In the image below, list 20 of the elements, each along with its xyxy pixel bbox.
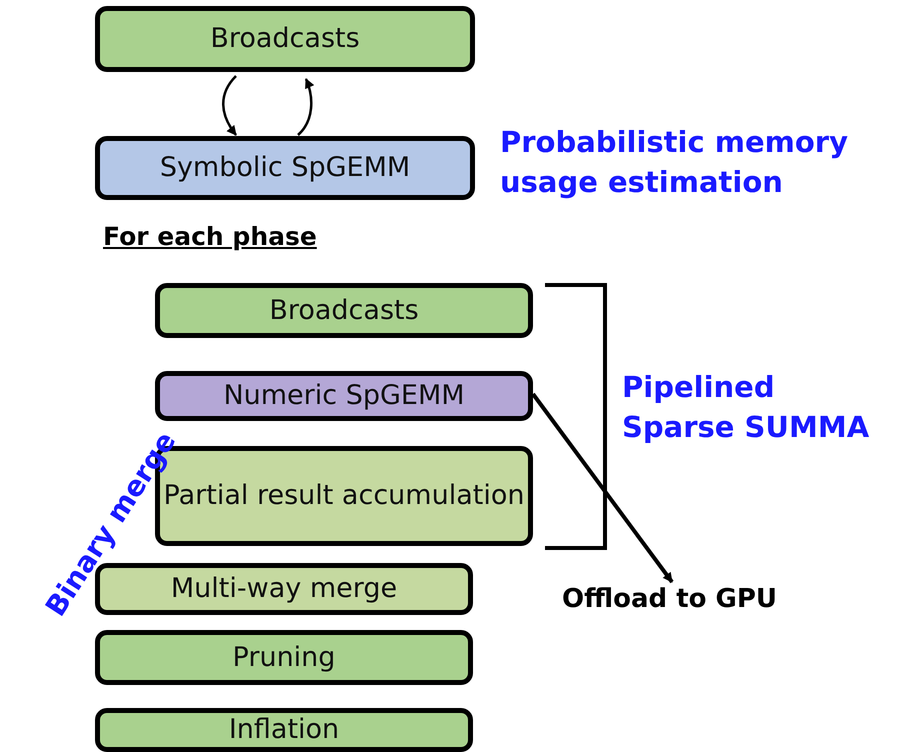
box-label: Broadcasts	[210, 22, 360, 56]
process-box	[155, 283, 533, 338]
box-label: Symbolic SpGEMM	[160, 151, 410, 185]
box-label: Inflation	[228, 713, 340, 747]
arrow	[297, 78, 314, 136]
arrow	[222, 75, 237, 136]
section-heading: For each phase	[103, 221, 317, 253]
box-label: Multi-way merge	[170, 572, 398, 606]
annotation-text: Pipelined Sparse SUMMA	[622, 369, 870, 446]
annotation-text: Offload to GPU	[562, 584, 778, 614]
process-box	[95, 136, 475, 200]
process-box	[95, 6, 475, 72]
process-box	[95, 630, 473, 685]
box-label: Pruning	[232, 640, 336, 674]
process-box	[155, 371, 533, 421]
arrow	[531, 392, 674, 584]
box-label: Numeric SpGEMM	[223, 379, 465, 413]
box-label: Broadcasts	[269, 294, 419, 328]
annotation-text: Probabilistic memory usage estimation	[500, 124, 849, 202]
process-box	[95, 708, 473, 752]
